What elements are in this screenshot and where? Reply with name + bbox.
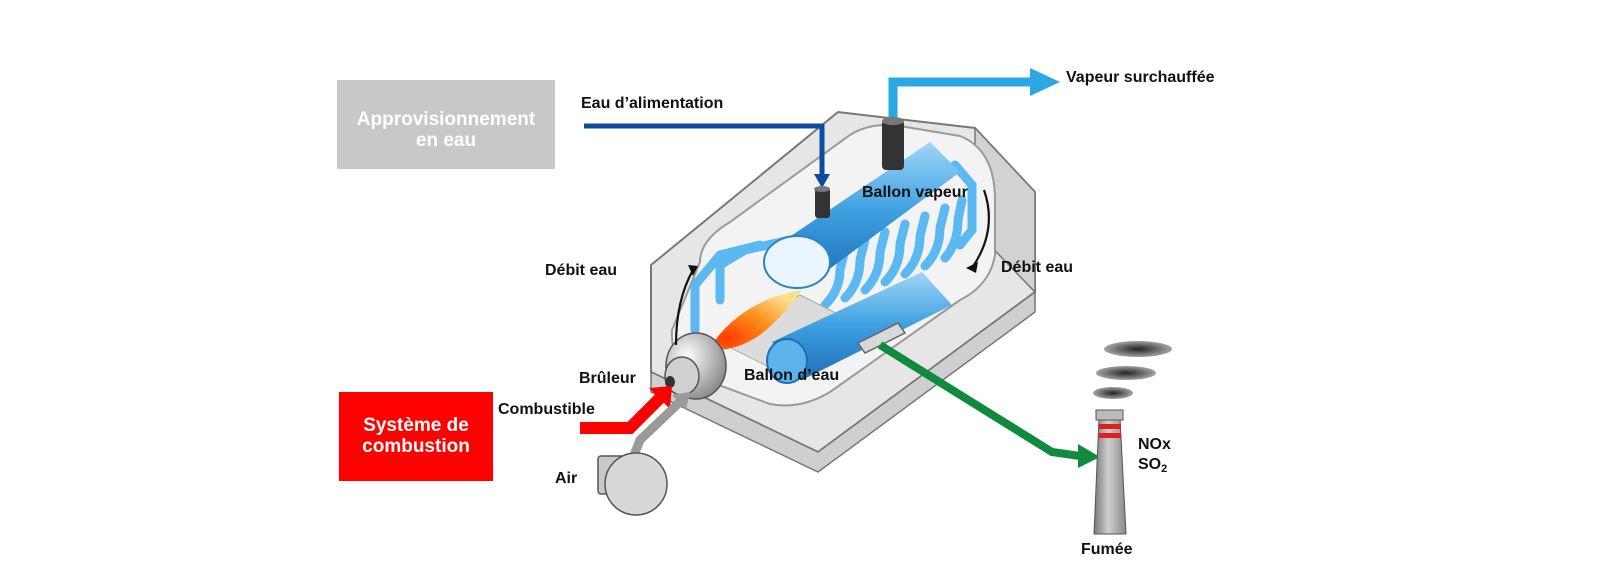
label-fuel: Combustible bbox=[498, 401, 595, 418]
steam-drum-body bbox=[782, 142, 960, 282]
steam-outlet-nozzle bbox=[882, 120, 904, 170]
air-blower-body bbox=[604, 452, 668, 516]
label-steam-drum: Ballon vapeur bbox=[862, 184, 968, 201]
tube-left-loop bbox=[715, 235, 795, 305]
flue-gas-arrowhead bbox=[1078, 444, 1100, 468]
tube-1 bbox=[820, 245, 850, 310]
combustion-box-bg bbox=[339, 392, 493, 481]
label-so2-base: SO bbox=[1138, 456, 1161, 473]
steam-outlet-pipe bbox=[882, 68, 1060, 170]
label-water-flow-left: Débit eau bbox=[545, 262, 617, 279]
air-arrow-head bbox=[672, 392, 690, 410]
tube-5 bbox=[900, 211, 930, 279]
label-superheated-steam: Vapeur surchauffée bbox=[1066, 69, 1215, 86]
water-flow-left-arrowhead bbox=[688, 265, 698, 276]
label-air: Air bbox=[555, 470, 577, 487]
label-water-drum: Ballon d’eau bbox=[744, 367, 839, 384]
water-flow-right-arrowhead bbox=[966, 262, 978, 273]
stack-red-band-1 bbox=[1099, 424, 1121, 429]
smoke bbox=[1093, 341, 1172, 399]
flue-outlet bbox=[856, 322, 907, 354]
water-drum-end bbox=[766, 338, 808, 384]
feed-water-nozzle-top bbox=[814, 186, 830, 192]
flue-gas-line bbox=[877, 341, 1081, 460]
tube-7 bbox=[940, 195, 967, 263]
smoke-puff-middle bbox=[1096, 366, 1156, 380]
feed-water-pipe bbox=[584, 123, 830, 218]
tube-3 bbox=[860, 227, 890, 295]
steam-drum bbox=[763, 142, 960, 289]
water-supply-box-bg bbox=[337, 80, 555, 169]
label-nox: NOx bbox=[1138, 436, 1171, 453]
stack-red-band-2 bbox=[1099, 433, 1121, 438]
label-fumes: Fumée bbox=[1081, 541, 1133, 558]
steam-outlet-line bbox=[888, 77, 1040, 128]
chimney-stack bbox=[1093, 409, 1127, 535]
water-supply-line1: Approvisionnement bbox=[357, 109, 536, 130]
smoke-puff-bottom bbox=[1093, 387, 1133, 399]
feed-water-arrowhead bbox=[814, 174, 830, 188]
combustion-line1: Système de bbox=[363, 415, 469, 436]
air-supply bbox=[597, 392, 690, 516]
label-feed-water: Eau d’alimentation bbox=[581, 95, 723, 112]
stack-cap bbox=[1095, 409, 1124, 421]
fuel-arrow-line bbox=[580, 393, 665, 434]
combustion-line2: combustion bbox=[362, 436, 470, 457]
feed-water-line bbox=[584, 123, 825, 176]
boiler-tubes bbox=[690, 160, 977, 335]
tube-2 bbox=[840, 235, 870, 303]
feed-water-nozzle bbox=[815, 188, 830, 218]
steam-outlet-nozzle-top bbox=[882, 117, 904, 125]
water-drum-body bbox=[772, 272, 952, 380]
flue-gas-arrow bbox=[877, 341, 1100, 468]
water-drum bbox=[766, 272, 952, 384]
water-supply-line2: en eau bbox=[416, 130, 476, 151]
burner bbox=[664, 332, 727, 400]
water-flow-left-arrow bbox=[674, 269, 694, 346]
smoke-puff-top bbox=[1104, 341, 1172, 357]
boiler-casing bbox=[650, 110, 1036, 473]
tube-outer-right bbox=[950, 160, 977, 250]
casing-front-face bbox=[650, 290, 1036, 473]
fuel-arrow bbox=[580, 386, 672, 434]
combustion-box: Système de combustion bbox=[339, 392, 493, 481]
label-so2-subscript: 2 bbox=[1161, 463, 1167, 475]
label-so2: SO2 bbox=[1138, 456, 1167, 475]
tube-6 bbox=[920, 203, 950, 271]
burner-flame bbox=[708, 290, 802, 351]
water-flow-right-arrow bbox=[971, 189, 990, 269]
steam-outlet-arrowhead bbox=[1030, 68, 1060, 96]
label-water-flow-right: Débit eau bbox=[1001, 259, 1073, 276]
tube-4 bbox=[880, 219, 910, 287]
burner-nozzle bbox=[665, 376, 675, 388]
fuel-arrow-head bbox=[649, 386, 672, 409]
label-burner: Brûleur bbox=[579, 370, 636, 387]
steam-drum-end bbox=[763, 235, 831, 289]
water-supply-box: Approvisionnement en eau bbox=[337, 80, 555, 169]
